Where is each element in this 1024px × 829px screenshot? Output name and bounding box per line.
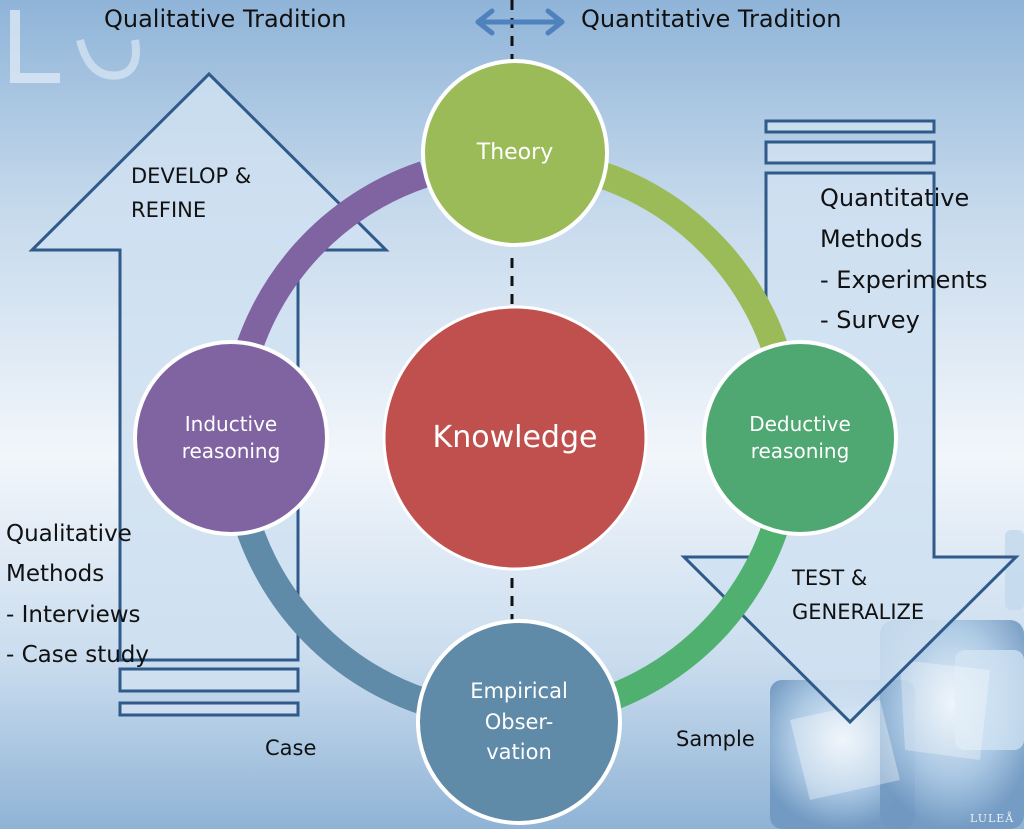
quantitative-methods-text: Quantitative Methods - Experiments - Sur… [820,178,987,341]
ice-cubes-decoration [770,530,1024,829]
inductive-node [133,340,329,536]
case-label: Case [265,736,317,760]
arc-theory-to-deductive [595,161,798,384]
quantitative-methods-line-3: - Experiments [820,265,988,294]
qualitative-methods-line-4: - Case study [6,641,149,668]
test-generalize-line-1: TEST & [792,566,868,590]
background-decoration-2 [76,38,140,80]
qualitative-methods-line-3: - Interviews [6,601,141,628]
test-generalize-label: TEST & GENERALIZE [792,562,924,629]
inductive-label-line-1: Inductive [184,412,278,436]
qualitative-methods-text: Qualitative Methods - Interviews - Case … [6,514,149,675]
deductive-label: Deductive reasoning [720,400,880,476]
exchange-arrow [475,8,565,36]
knowledge-label: Knowledge [432,419,598,455]
develop-refine-label: DEVELOP & REFINE [131,160,251,227]
qualitative-methods-line-1: Qualitative [6,521,132,547]
empirical-label: Empirical Obser- vation [434,672,604,772]
deductive-label-line-1: Deductive [749,412,851,436]
inductive-label: Inductive reasoning [151,400,311,476]
arc-deductive-to-empirical [595,492,798,715]
quantitative-tradition-title: Quantitative Tradition [581,5,842,33]
qualitative-methods-line-2: Methods [6,561,105,588]
test-generalize-line-2: GENERALIZE [792,599,925,624]
empirical-label-line-1: Empirical [470,679,568,704]
watermark-logo: LULEÅ [970,811,1014,825]
theory-node [421,59,609,247]
empirical-label-line-3: vation [486,740,552,765]
sample-label: Sample [676,727,755,751]
deductive-node [702,340,898,536]
deductive-label-line-2: reasoning [750,439,850,463]
inductive-label-line-2: reasoning [181,439,281,463]
develop-refine-line-1: DEVELOP & [131,164,252,188]
quantitative-methods-line-2: Methods [820,224,923,253]
qualitative-tradition-title: Qualitative Tradition [104,5,347,33]
empirical-label-line-2: Obser- [484,709,554,734]
develop-refine-line-2: REFINE [131,197,207,222]
theory-label: Theory [476,140,554,166]
quantitative-methods-line-4: - Survey [820,306,920,335]
background-decoration [10,10,60,83]
quantitative-methods-line-1: Quantitative [820,184,970,212]
empirical-node [416,619,622,825]
knowledge-node [382,305,648,571]
